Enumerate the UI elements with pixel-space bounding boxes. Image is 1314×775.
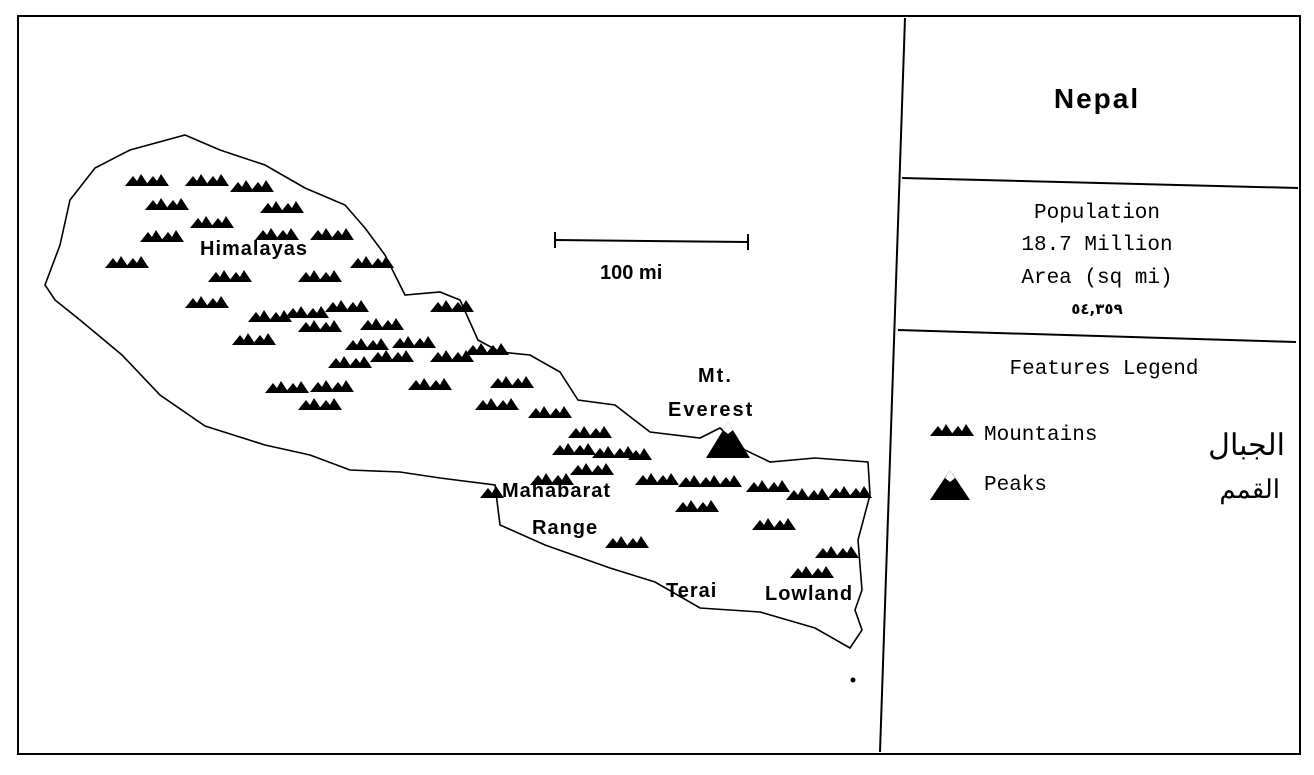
map-title: Nepal: [1054, 83, 1140, 114]
label-mahabarat: Mahabarat: [502, 480, 611, 502]
legend-item-mountains: Mountains الجبال: [930, 424, 1285, 463]
label-range: Range: [532, 517, 598, 539]
info-panel: Population 18.7 Million Area (sq mi) ٥٤,…: [1021, 202, 1172, 318]
label-terai: Terai: [666, 580, 717, 602]
everest-peak-icon: [706, 422, 750, 458]
nepal-outline: [44, 134, 871, 650]
panel-divider: [879, 17, 906, 753]
legend-label-peaks-ar: القمم: [1219, 475, 1280, 505]
area-value: ٥٤,٣٥٩: [1071, 300, 1122, 318]
peak-icon: [930, 470, 970, 500]
info-divider: [897, 329, 1297, 343]
scale-bar: [554, 232, 749, 250]
legend-label-mountains-ar: الجبال: [1208, 428, 1285, 463]
population-value: 18.7 Million: [1021, 234, 1172, 257]
label-himalayas: Himalayas: [200, 238, 308, 260]
label-mt: Mt.: [698, 365, 733, 387]
legend-item-peaks: Peaks القمم: [930, 470, 1280, 505]
legend-title: Features Legend: [1009, 358, 1198, 381]
ink-dot: [850, 677, 856, 683]
title-divider: [901, 177, 1299, 189]
area-label: Area (sq mi): [1021, 267, 1172, 290]
label-lowland: Lowland: [765, 583, 853, 605]
scale-bar-label: 100 mi: [600, 262, 662, 284]
legend-label-peaks: Peaks: [984, 474, 1047, 497]
label-everest: Everest: [668, 399, 754, 421]
legend-label-mountains: Mountains: [984, 424, 1097, 447]
population-label: Population: [1034, 202, 1160, 225]
